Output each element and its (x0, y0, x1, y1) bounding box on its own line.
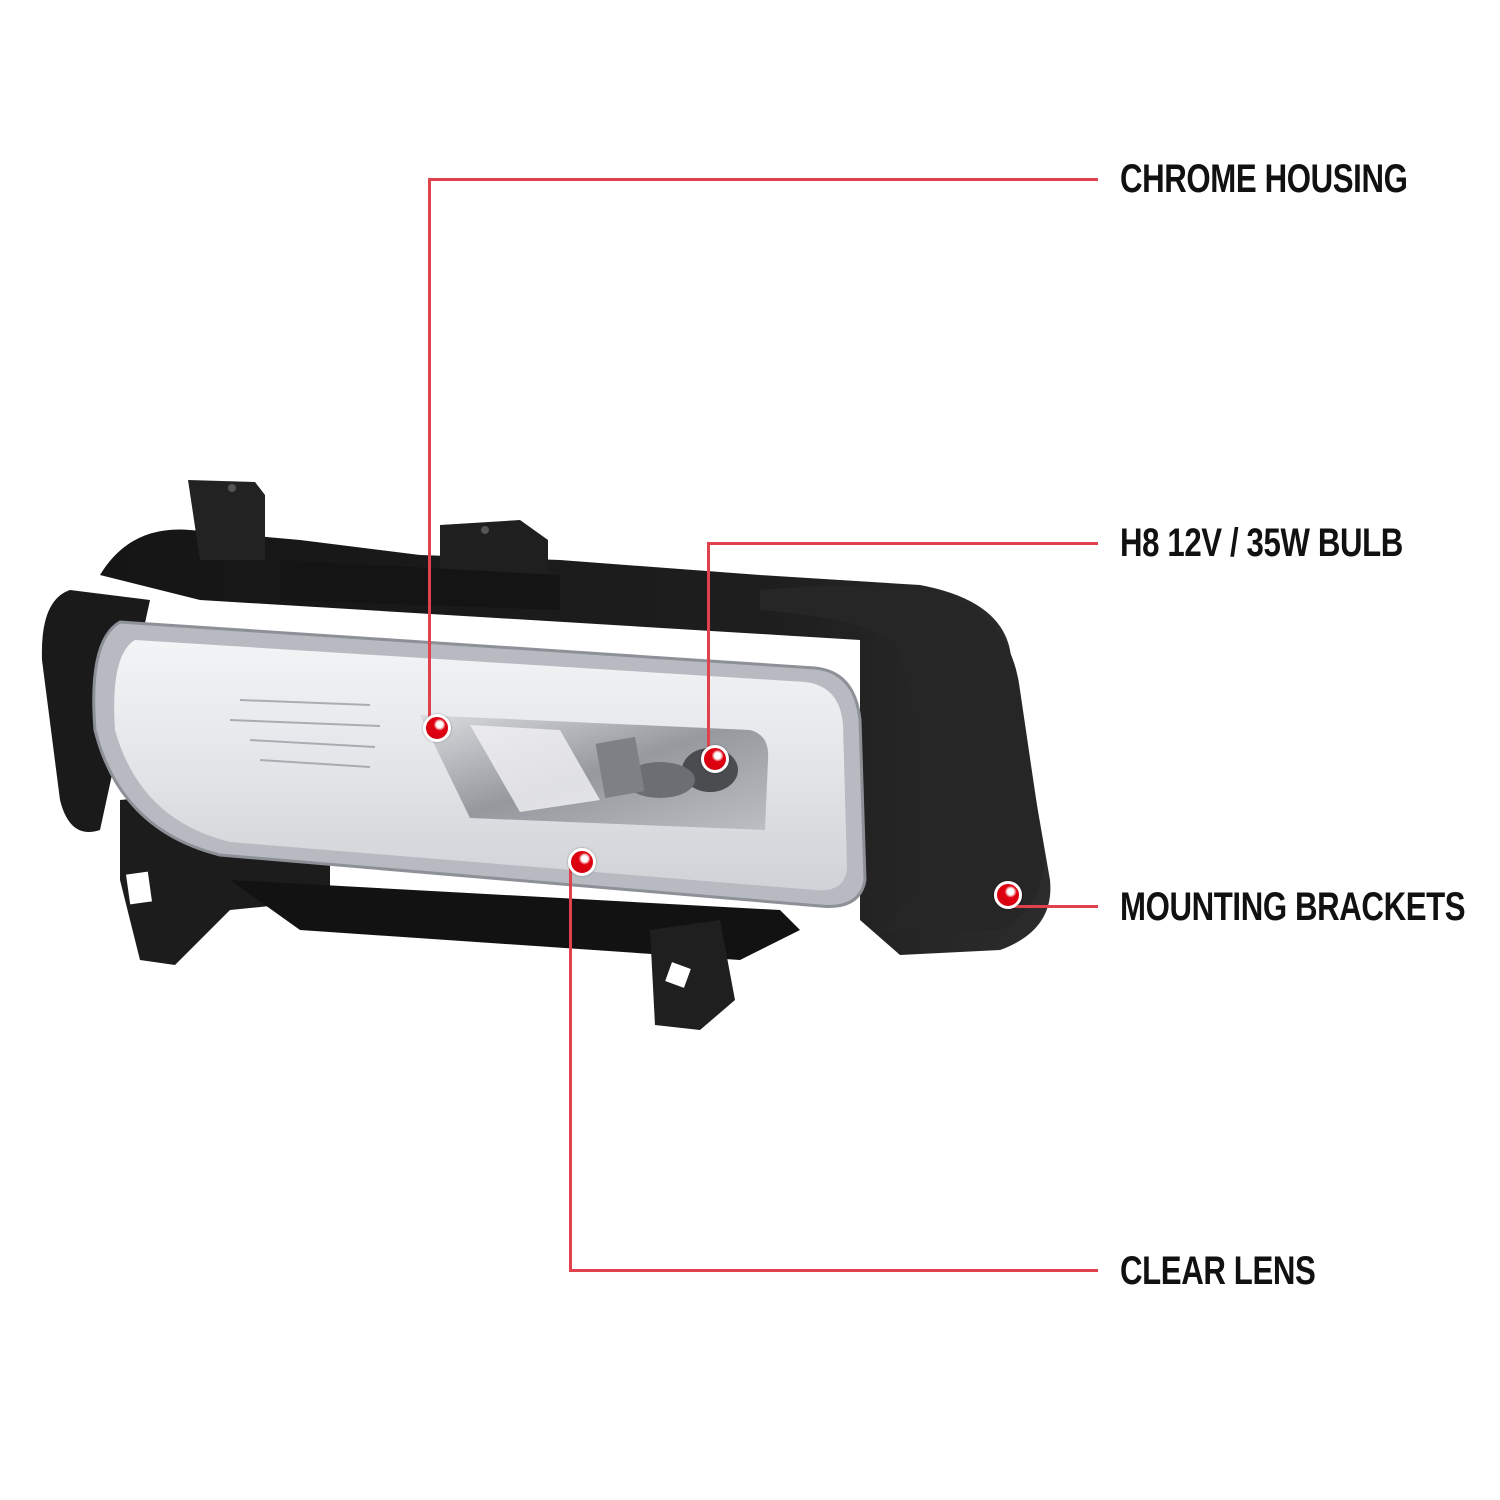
callout-line-bulb-vertical (707, 542, 710, 759)
callout-dot-chrome-housing (423, 714, 451, 742)
callout-line-chrome-housing-vertical (428, 178, 431, 728)
callout-line-clear-lens-vertical (569, 862, 572, 1272)
callout-dot-clear-lens (568, 848, 596, 876)
callout-dot-mounting-brackets (994, 881, 1022, 909)
label-mounting-brackets: MOUNTING BRACKETS (1120, 885, 1466, 929)
callout-line-clear-lens-horizontal (569, 1269, 1098, 1272)
callout-line-chrome-housing-horizontal (428, 178, 1098, 181)
callout-line-mounting-brackets (1012, 905, 1098, 908)
label-clear-lens: CLEAR LENS (1120, 1249, 1316, 1293)
label-bulb: H8 12V / 35W BULB (1120, 521, 1403, 565)
callout-line-bulb-horizontal (707, 542, 1098, 545)
label-chrome-housing: CHROME HOUSING (1120, 157, 1408, 201)
lens-streaks (229, 699, 381, 768)
callout-dot-bulb (701, 745, 729, 773)
